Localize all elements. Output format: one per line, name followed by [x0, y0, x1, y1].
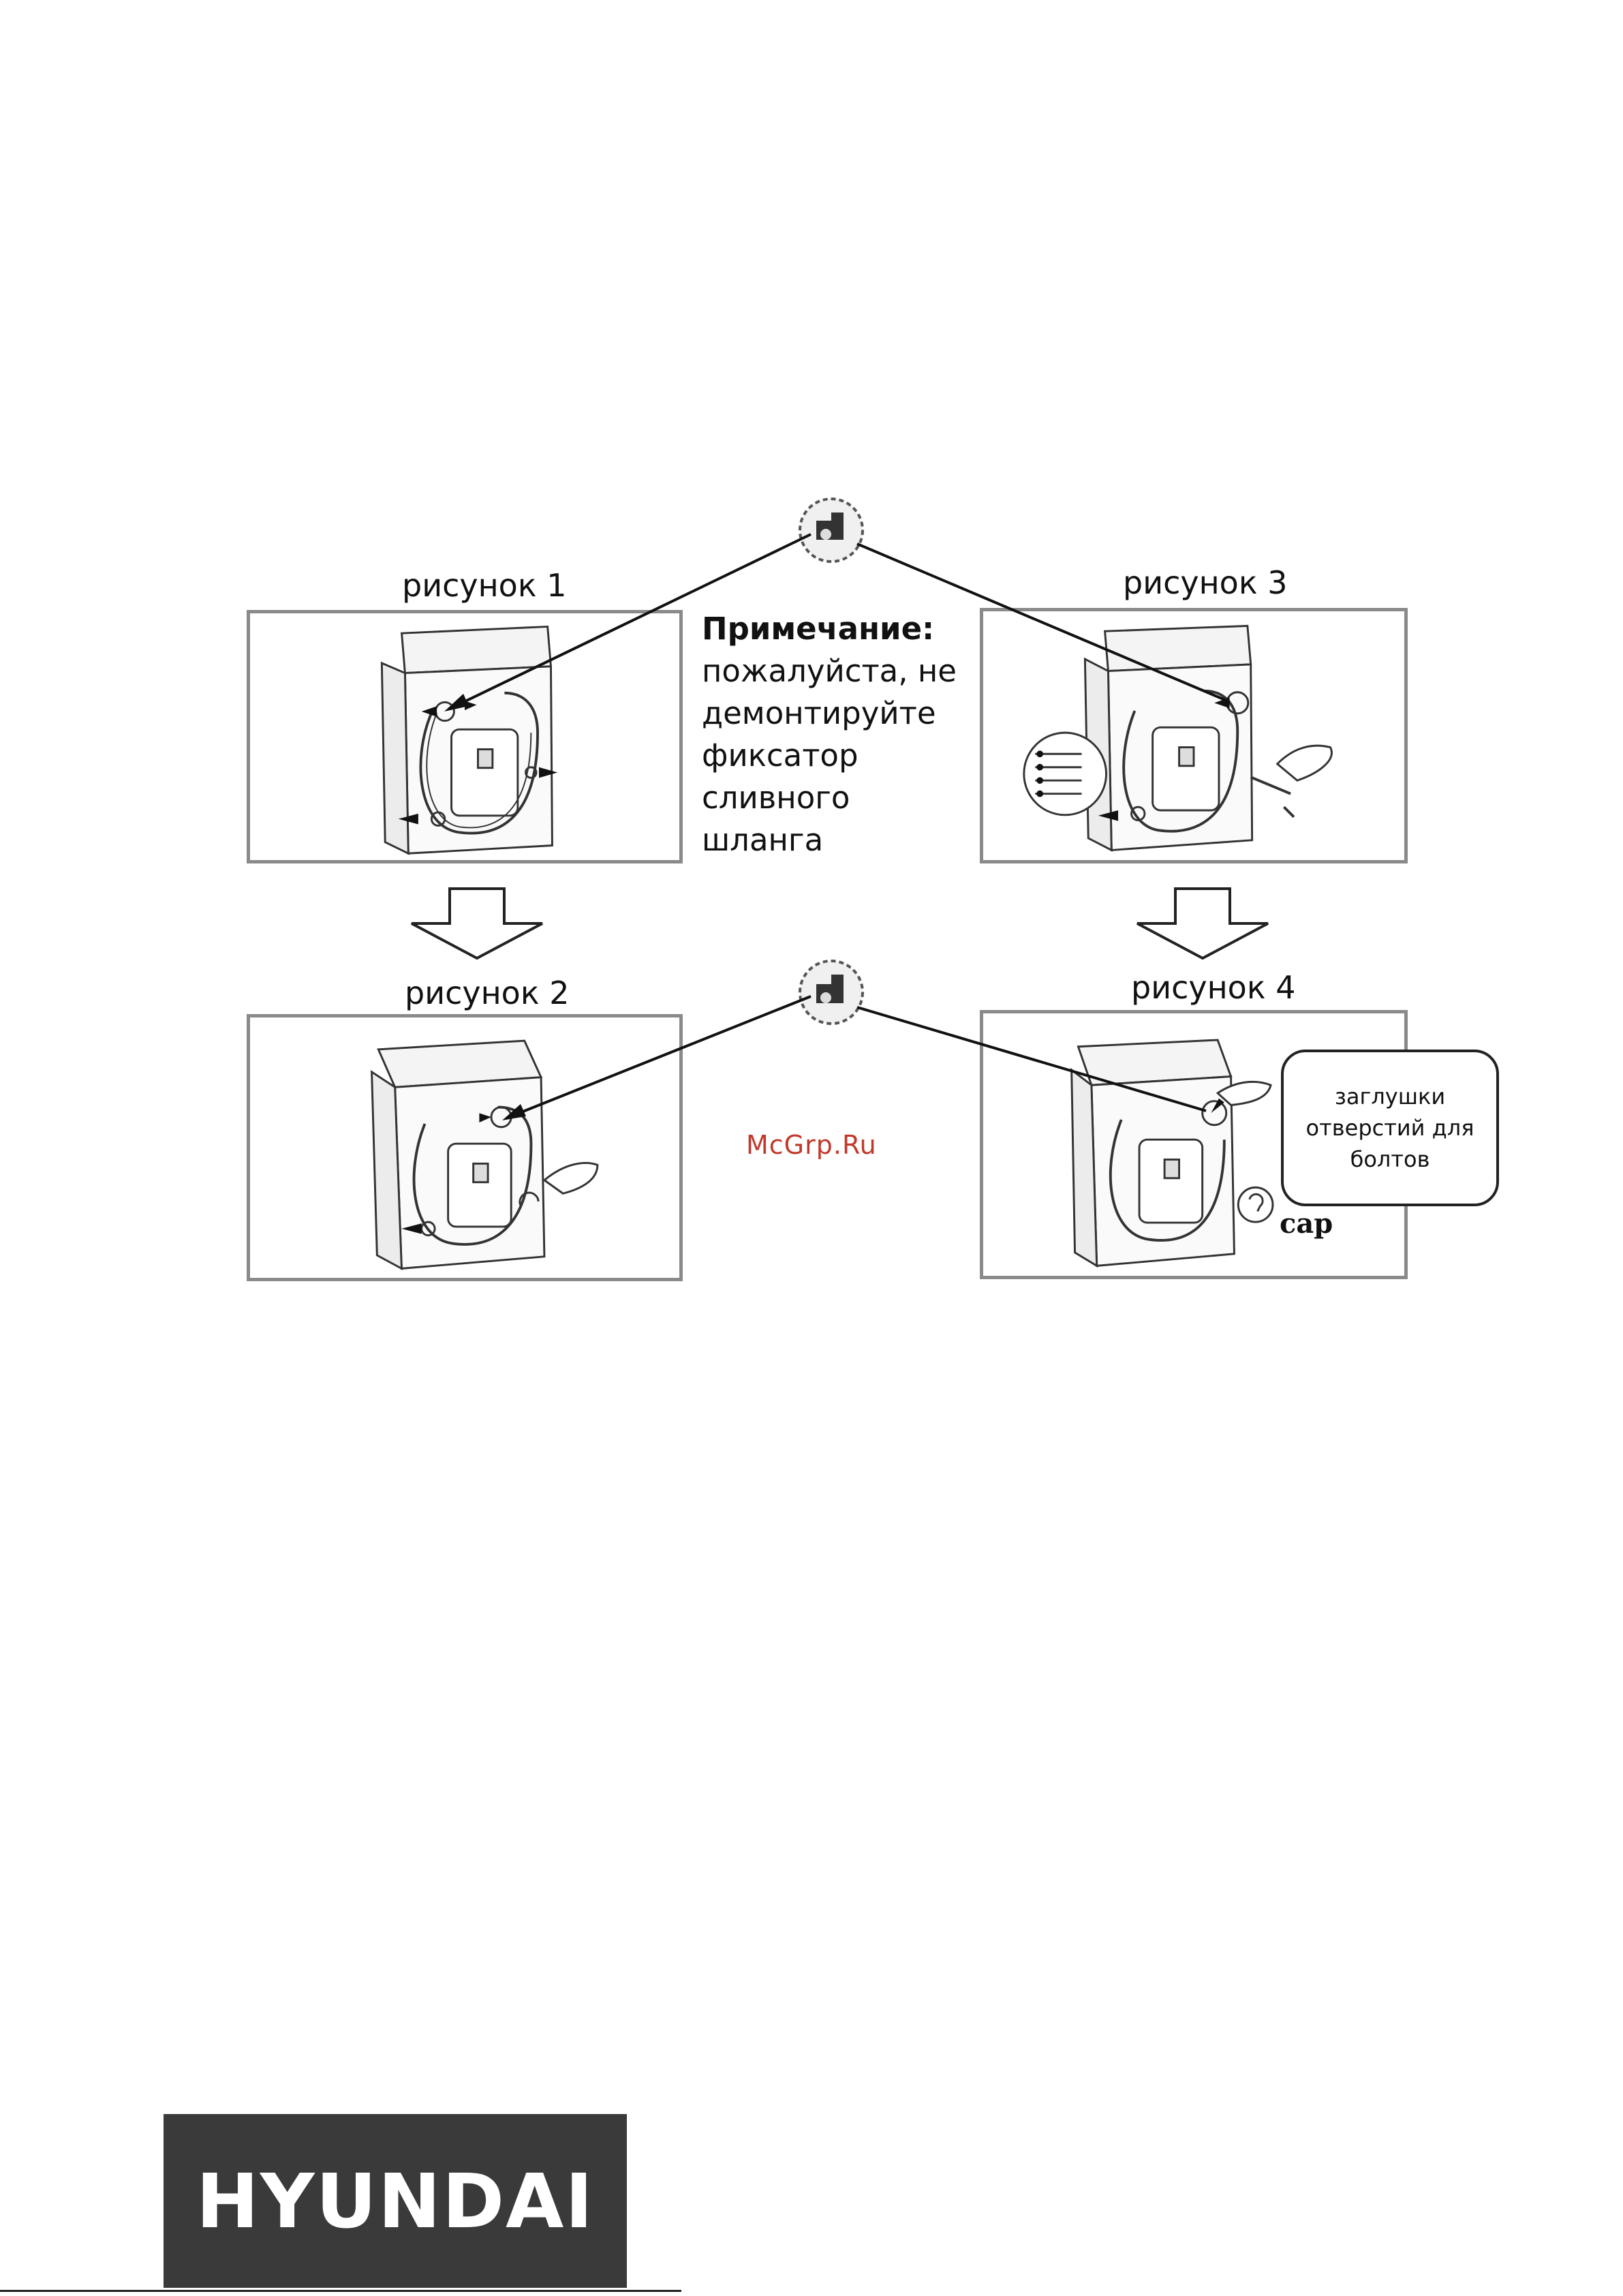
figure-1-label: рисунок 1 [402, 567, 567, 604]
brand-logo-text: HYUNDAI [196, 2158, 594, 2245]
washing-machine-back-illustration [250, 613, 679, 860]
figure-3-label: рисунок 3 [1123, 564, 1288, 601]
figure-2-box [247, 1014, 683, 1281]
note: Примечание: пожалуйста, не демонтируйте … [702, 608, 974, 861]
note-title: Примечание: [702, 608, 974, 650]
footer-rule [0, 2290, 681, 2292]
drain-hose-holder-icon [796, 957, 867, 1028]
down-arrow-icon [1134, 886, 1271, 961]
figure-2-label: рисунок 2 [405, 975, 570, 1011]
washing-machine-back-illustration [983, 611, 1404, 860]
bolt-hole-plugs-callout: заглушки отверстий для болтов [1281, 1050, 1499, 1206]
figure-3-box [980, 608, 1408, 863]
figure-1-box [247, 610, 683, 863]
washing-machine-back-illustration [250, 1017, 679, 1278]
cap-label: cap [1280, 1208, 1333, 1240]
drain-hose-holder-icon [796, 495, 867, 566]
figure-4-label: рисунок 4 [1131, 969, 1296, 1006]
down-arrow-icon [409, 886, 545, 961]
watermark: McGrp.Ru [746, 1130, 877, 1160]
brand-logo: HYUNDAI [164, 2114, 627, 2288]
note-body: пожалуйста, не демонтируйте фиксатор сли… [702, 650, 974, 861]
